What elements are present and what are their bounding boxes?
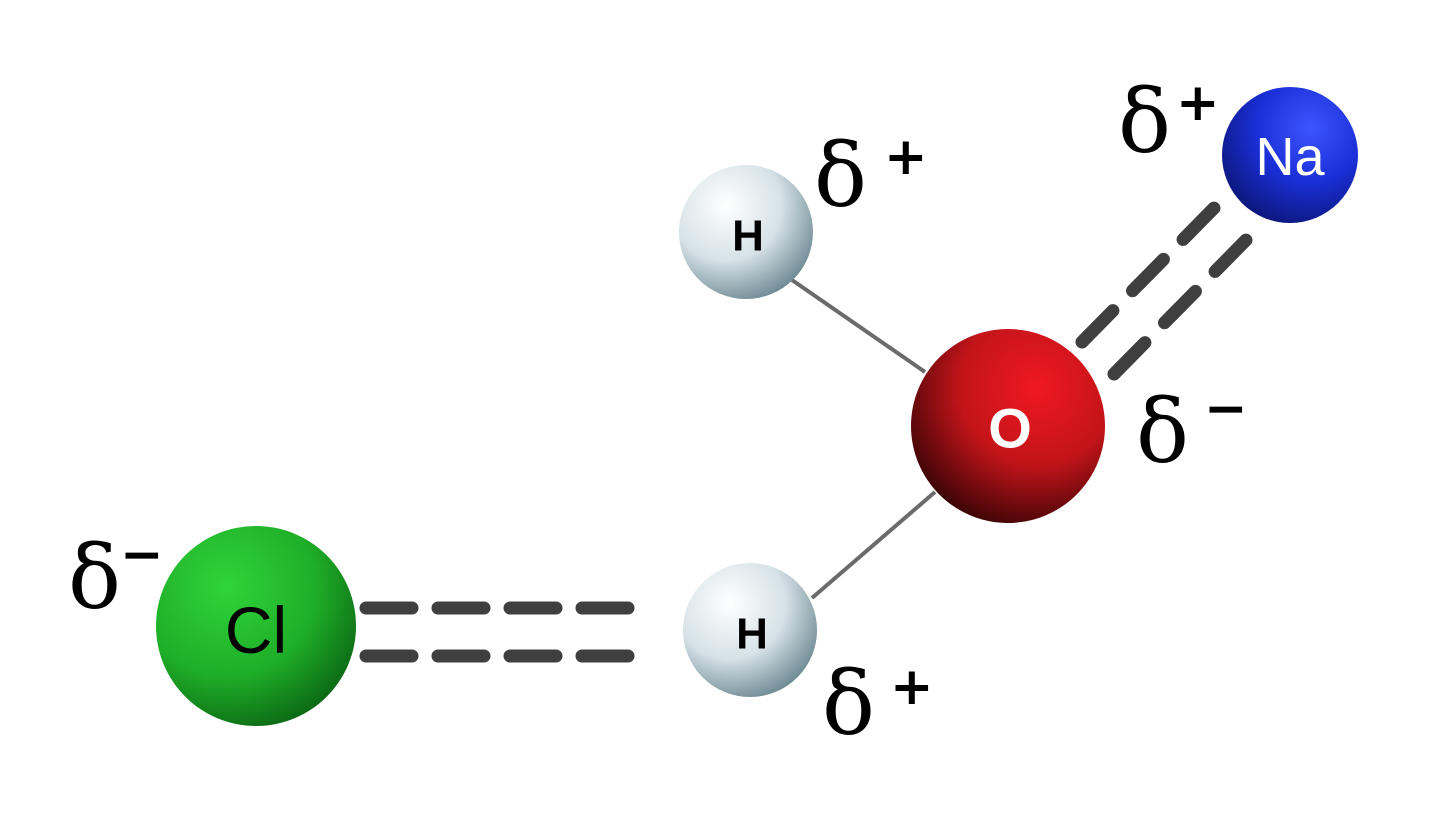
hydrogen-top-label: H [732,212,764,261]
hydrogen-bottom-label: H [736,610,768,659]
charge-o: δ − [1136,379,1248,483]
delta-symbol-na: δ [1118,70,1171,173]
charge-sign-h-top: + [884,127,928,187]
delta-symbol-cl: δ [68,526,121,629]
hydrogen-atom-top: H [679,165,813,299]
chlorine-atom: Cl [156,526,356,726]
charge-sign-o: − [1204,379,1248,439]
covalent-bond-h-bottom-o [810,490,937,600]
charge-sign-na: + [1176,73,1220,133]
charge-na: δ + [1118,70,1220,173]
sodium-label: Na [1255,127,1325,187]
delta-symbol-h-bottom: δ [822,652,875,755]
charge-h-top: δ + [814,124,928,227]
dashed-bond-o-na [1075,197,1257,381]
delta-symbol-h-top: δ [814,124,867,227]
sodium-atom: Na [1222,87,1358,223]
charge-sign-cl: − [120,525,164,585]
dashed-bond-cl-h [359,601,647,663]
delta-symbol-o: δ [1136,380,1189,483]
oxygen-label: O [988,397,1032,460]
charge-h-bottom: δ + [822,652,934,755]
covalent-bond-h-top-o [790,278,927,374]
charge-sign-h-bottom: + [890,657,934,717]
hydrogen-atom-bottom: H [683,563,817,697]
charge-cl: δ − [68,525,164,629]
chlorine-label: Cl [225,593,287,667]
oxygen-atom: O [911,329,1105,523]
